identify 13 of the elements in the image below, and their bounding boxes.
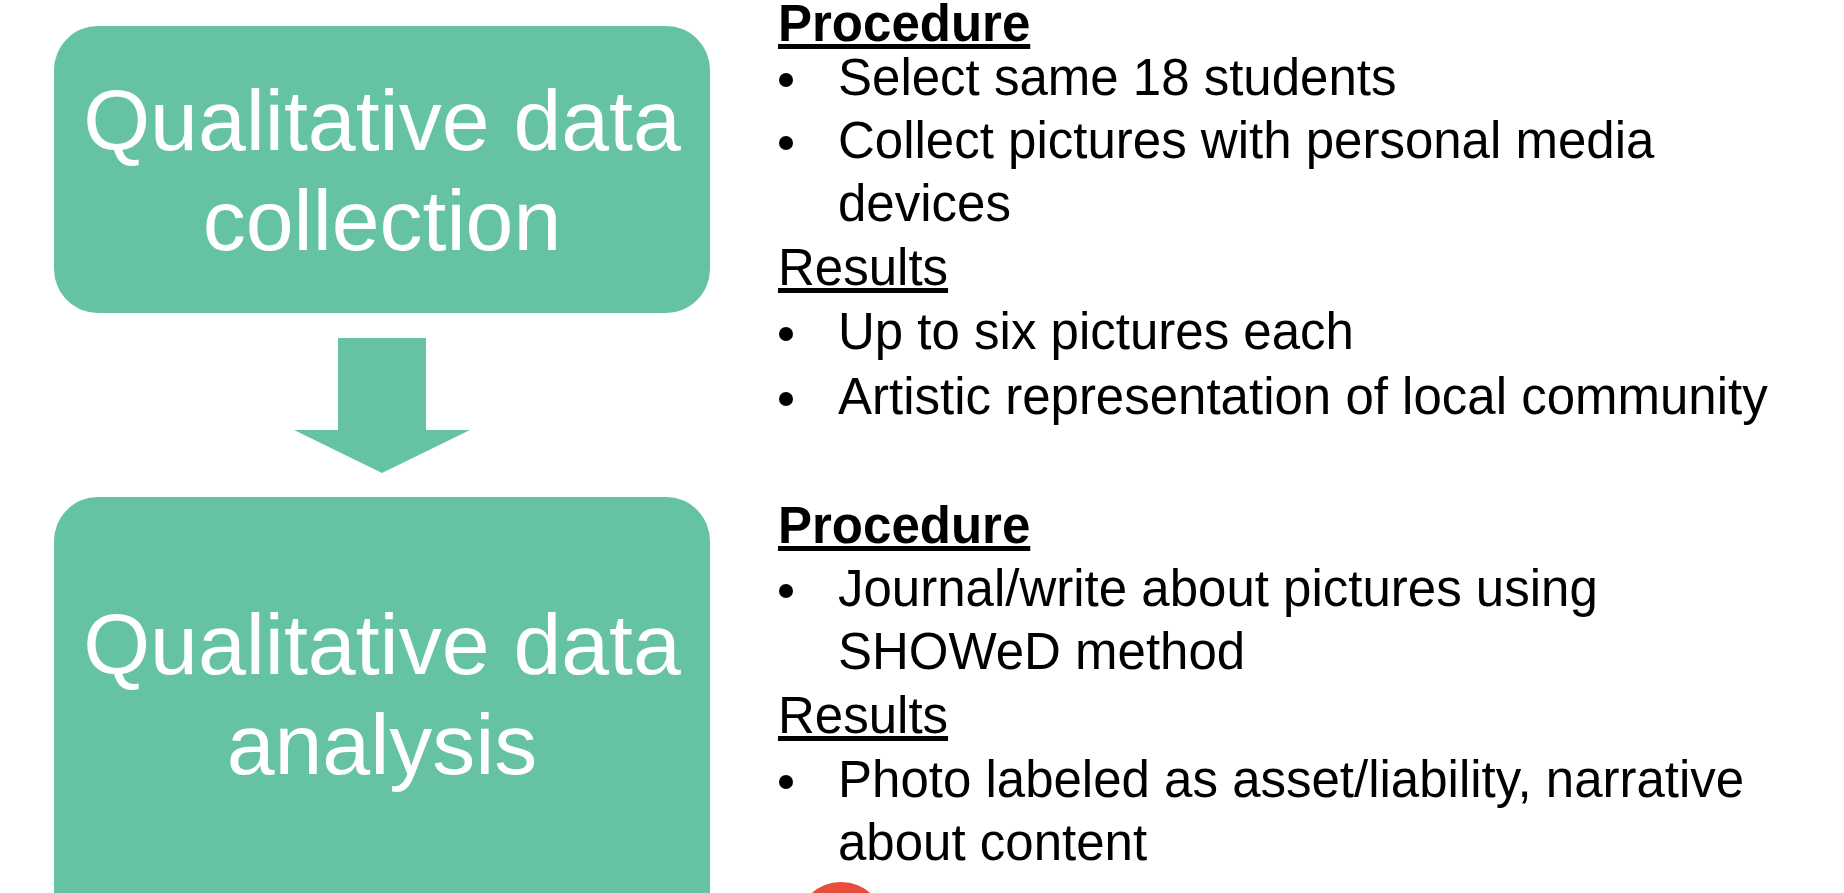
bullet-text: Photo labeled as asset/liability, narrative about content	[838, 750, 1746, 873]
process-box	[54, 26, 710, 313]
process-box	[54, 497, 710, 893]
bullet-text: Collect pictures with personal media devices	[838, 111, 1656, 234]
section-heading: Results	[778, 686, 950, 746]
box-title: Qualitative data analysis	[82, 595, 682, 794]
section-heading: Procedure	[778, 496, 1032, 556]
bullet-text: Artistic representation of local community	[838, 367, 1769, 427]
section-heading: Results	[778, 238, 950, 298]
bullet-text: Journal/write about pictures using SHOWeD method	[838, 559, 1599, 682]
box-title: Qualitative data collection	[82, 71, 682, 270]
bullet-text: Up to six pictures each	[838, 302, 1355, 362]
block-arrow	[294, 338, 470, 473]
